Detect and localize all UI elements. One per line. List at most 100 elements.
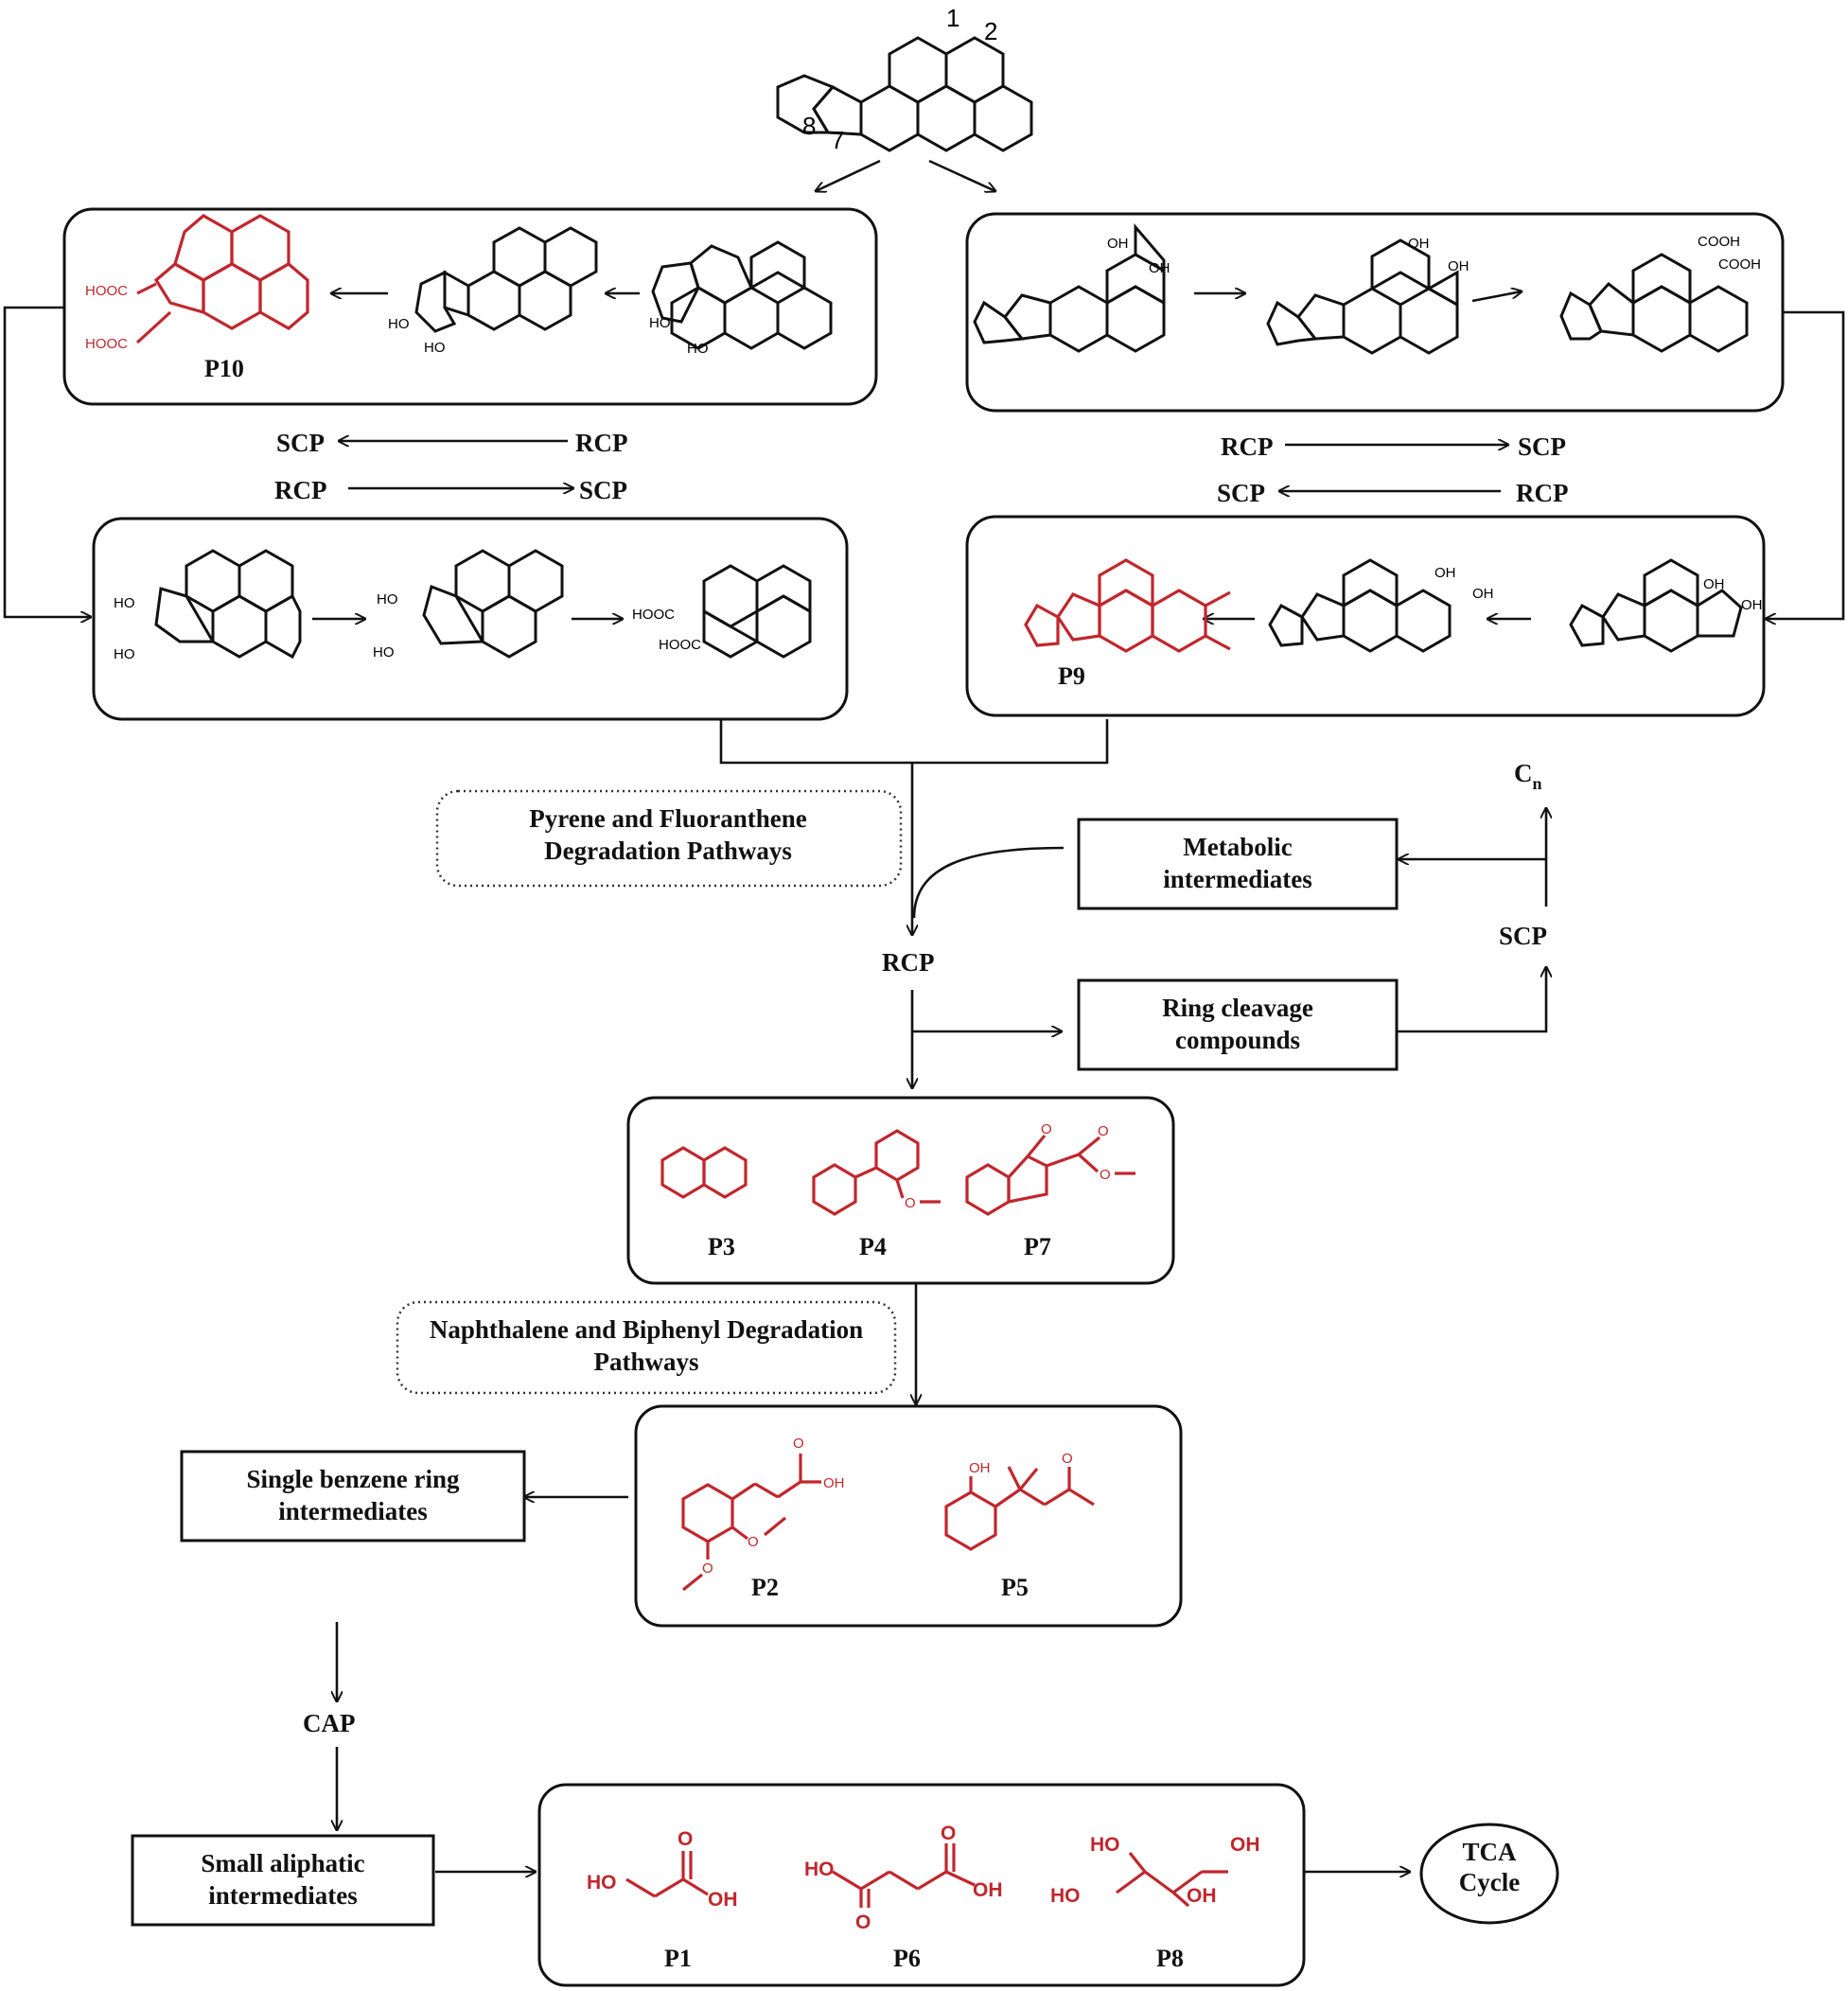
- p10-molecule: HOOC HOOC: [85, 214, 309, 352]
- metabolic-line1: Metabolic: [1183, 833, 1292, 861]
- ring-cleavage-line2: compounds: [1175, 1026, 1300, 1054]
- p7-o1: O: [1041, 1121, 1052, 1137]
- left-top-mol-middle: HO HO: [388, 226, 598, 356]
- cooh-r1: COOH: [1698, 234, 1740, 250]
- left-bottom-mol-2: HO HO: [373, 549, 564, 661]
- p8-label: P8: [1156, 1945, 1184, 1972]
- locant-8: 8: [802, 112, 816, 140]
- hooc-lb1: HOOC: [632, 607, 675, 623]
- metabolic-intermediates-box: [1077, 818, 1399, 910]
- p2-oh: OH: [823, 1475, 845, 1491]
- p7-o2: O: [1098, 1123, 1109, 1139]
- tca-line1: TCA: [1462, 1838, 1517, 1866]
- left-bottom-mol-3: HOOC HOOC: [632, 564, 812, 659]
- p1-ho: HO: [587, 1872, 617, 1894]
- lbl-rcp-l2: RCP: [274, 476, 327, 504]
- right-top-mol-1: OH OH: [973, 222, 1170, 353]
- single-benzene-line2: intermediates: [278, 1497, 427, 1525]
- box-p2-p5: [634, 1404, 1183, 1628]
- cooh-r2: COOH: [1718, 256, 1761, 273]
- right-bottom-mol-2: OH OH: [1268, 558, 1494, 653]
- lbl-scp-r2: SCP: [1217, 479, 1265, 507]
- oh-rb2b: OH: [1472, 586, 1494, 602]
- small-aliphatic-line1: Small aliphatic: [201, 1849, 364, 1877]
- naph-line1: Naphthalene and Biphenyl Degradation: [430, 1315, 863, 1344]
- ho-lb2a: HO: [377, 591, 398, 608]
- box-p1-p6-p8: [537, 1783, 1306, 1987]
- right-top-box: [965, 212, 1785, 413]
- p6-label: P6: [893, 1945, 921, 1972]
- lbl-rcp-l1: RCP: [575, 429, 628, 457]
- p5-label: P5: [1001, 1574, 1029, 1601]
- p6-o2: O: [941, 1823, 956, 1844]
- p10-label: P10: [204, 355, 244, 382]
- p4-o: O: [905, 1195, 916, 1211]
- ho-1: HO: [649, 315, 671, 331]
- box-p3-p4-p7: [626, 1096, 1175, 1285]
- p1-molecule: HO O OH: [587, 1828, 738, 1911]
- single-benzene-line1: Single benzene ring: [246, 1465, 460, 1493]
- right-top-mol-2: OH OH: [1266, 236, 1470, 355]
- oh-rb1b: OH: [1741, 597, 1763, 613]
- p9-molecule: [1024, 558, 1231, 653]
- scp-right-label: SCP: [1499, 922, 1547, 950]
- ho-lb2b: HO: [373, 644, 395, 661]
- single-benzene-box: [180, 1450, 526, 1542]
- lbl-scp-l1: SCP: [276, 429, 325, 457]
- left-bottom-box: [92, 517, 849, 721]
- p3-label: P3: [708, 1233, 735, 1260]
- small-aliphatic-box: [131, 1834, 435, 1927]
- lbl-scp-r1: SCP: [1518, 432, 1566, 461]
- oh-r2b: OH: [1448, 258, 1470, 274]
- ho-3: HO: [388, 316, 410, 332]
- oh-r1a: OH: [1107, 236, 1129, 252]
- locant-1: 1: [946, 4, 959, 32]
- curve-metabolic-to-rcp: [912, 846, 1065, 919]
- p7-label: P7: [1024, 1233, 1051, 1260]
- p6-molecule: HO O O OH: [804, 1823, 1003, 1933]
- oh-r1b: OH: [1149, 260, 1170, 276]
- cap-label: CAP: [303, 1709, 356, 1737]
- naphthalene-biphenyl-box: [396, 1300, 897, 1395]
- p8-ho2: HO: [1050, 1885, 1081, 1907]
- metabolic-line2: intermediates: [1163, 865, 1311, 893]
- p2-o1: O: [793, 1436, 804, 1452]
- left-connector: [3, 306, 91, 617]
- pyrene-line1: Pyrene and Fluoranthene: [529, 804, 807, 833]
- locant-7: 7: [831, 126, 844, 154]
- ring-cleavage-line1: Ring cleavage: [1162, 994, 1313, 1022]
- p7-o3: O: [1100, 1167, 1111, 1183]
- p2-label: P2: [751, 1574, 779, 1601]
- p6-ho: HO: [804, 1859, 835, 1880]
- p1-label: P1: [664, 1945, 692, 1972]
- p8-oh1: OH: [1230, 1834, 1260, 1856]
- p8-ho1: HO: [1090, 1834, 1120, 1856]
- p8-oh2: OH: [1187, 1885, 1217, 1907]
- p6-oh: OH: [973, 1879, 1003, 1901]
- p2-molecule: O OH O O: [681, 1436, 845, 1592]
- p2-o2: O: [748, 1534, 759, 1550]
- arrow-start-right: [928, 159, 995, 191]
- rcp-center-label: RCP: [882, 948, 935, 977]
- naph-line2: Pathways: [593, 1348, 698, 1376]
- p5-molecule: OH O: [944, 1451, 1095, 1551]
- left-top-mol-right: HO HO: [649, 240, 833, 357]
- tca-cycle-ellipse: [1419, 1823, 1559, 1925]
- p1-oh: OH: [708, 1889, 738, 1911]
- p4-molecule: O: [812, 1129, 941, 1216]
- ring-cleavage-box: [1077, 978, 1399, 1071]
- hooc-1: HOOC: [85, 283, 128, 299]
- left-bottom-mol-1: HO HO: [114, 549, 302, 662]
- p5-o: O: [1062, 1451, 1073, 1467]
- arrow-start-left: [816, 159, 881, 191]
- small-aliphatic-line2: intermediates: [208, 1881, 357, 1910]
- right-bottom-mol-1: OH OH: [1569, 558, 1763, 653]
- right-bottom-box: [965, 515, 1766, 717]
- ho-2: HO: [687, 341, 709, 357]
- p1-o: O: [678, 1828, 693, 1850]
- oh-rb2a: OH: [1434, 565, 1456, 581]
- merge-line: [719, 719, 1109, 765]
- lbl-rcp-r1: RCP: [1221, 432, 1274, 461]
- locant-2: 2: [984, 17, 997, 45]
- ho-lb1a: HO: [114, 595, 135, 611]
